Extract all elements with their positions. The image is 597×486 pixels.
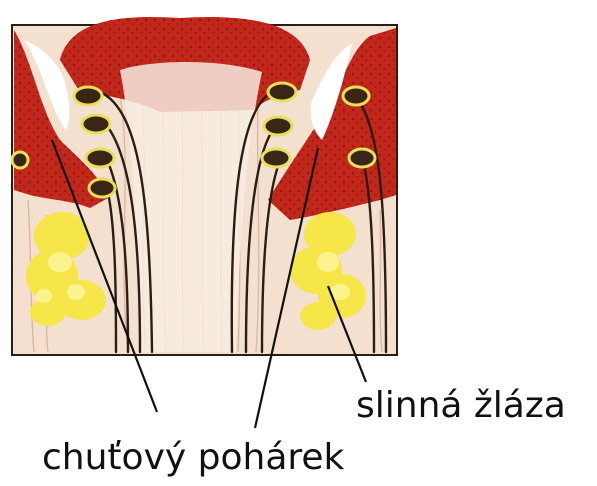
- taste-bud-label: chuťový pohárek: [42, 440, 344, 476]
- salivary-gland-label: slinná žláza: [356, 388, 566, 424]
